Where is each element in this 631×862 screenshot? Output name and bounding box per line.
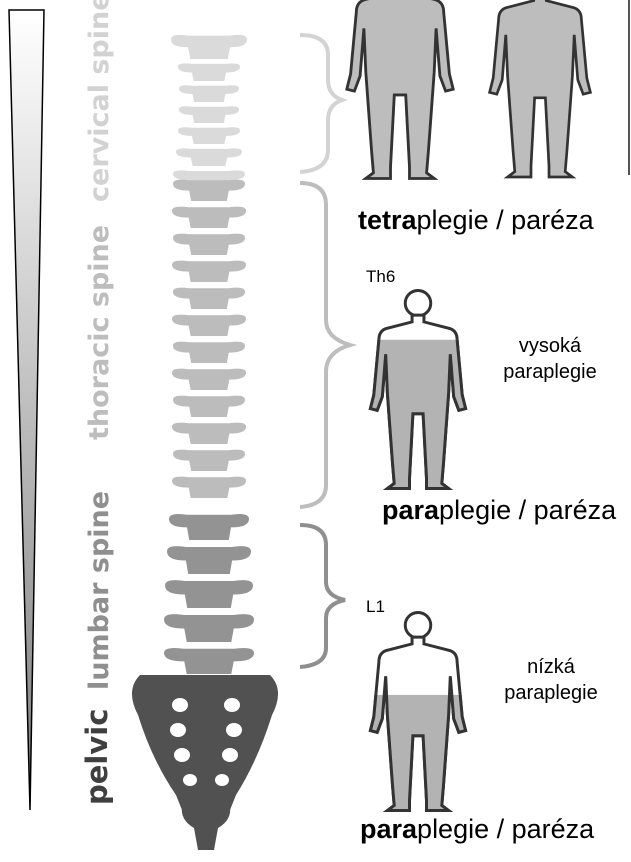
thoracic-vertebra — [173, 450, 245, 471]
body-figure-high-paraplegia — [370, 290, 465, 488]
thoracic-vertebra — [172, 369, 246, 390]
image-edge-line — [628, 0, 630, 175]
thoracic-brace — [300, 183, 350, 507]
thoracic-vertebra — [172, 423, 246, 444]
th6-level-label: Th6 — [366, 267, 395, 287]
pelvis-bone — [132, 675, 278, 850]
thoracic-vertebra — [173, 180, 245, 201]
vertebral-column — [164, 35, 254, 674]
lumbar-spine-label: lumbar spine — [84, 491, 115, 690]
cervical-vertebra — [178, 63, 240, 81]
thoracic-vertebra — [172, 207, 246, 228]
thoracic-vertebra — [173, 234, 245, 255]
severity-wedge — [9, 10, 44, 810]
thoracic-spine-label: thoracic spine — [84, 225, 115, 440]
lumbar-vertebra — [165, 580, 253, 608]
low-paraplegia-heading: paraplegie / paréza — [360, 814, 594, 845]
high-paraplegia-heading: paraplegie / paréza — [382, 495, 616, 526]
cervical-vertebra — [179, 85, 239, 102]
body-figure-left-partial — [347, 0, 453, 179]
thoracic-vertebra — [173, 396, 245, 417]
low-paraplegia-description: nízká paraplegie — [496, 654, 606, 706]
thoracic-vertebra — [172, 477, 246, 498]
thoracic-vertebra — [173, 342, 245, 363]
thoracic-vertebra — [172, 315, 246, 336]
l1-level-label: L1 — [366, 597, 385, 617]
thoracic-vertebra — [173, 288, 245, 309]
cervical-vertebra — [178, 127, 240, 144]
cervical-vertebra — [179, 106, 239, 123]
high-paraplegia-description: vysoká paraplegie — [490, 333, 610, 385]
lumbar-vertebra — [164, 648, 254, 674]
lumbar-brace — [300, 525, 345, 667]
cervical-vertebra — [171, 35, 247, 59]
thoracic-vertebra — [172, 261, 246, 282]
lumbar-vertebra — [169, 514, 249, 540]
lumbar-vertebra — [164, 614, 254, 642]
body-figure-tetraplegia — [490, 0, 591, 177]
pelvic-label: pelvic — [80, 709, 114, 805]
lumbar-vertebra — [167, 546, 251, 574]
cervical-vertebra — [176, 148, 242, 166]
body-figure-low-paraplegia — [370, 612, 465, 810]
tetraplegia-heading: tetraplegie / paréza — [358, 205, 594, 236]
cervical-spine-label: cervical spine — [84, 0, 115, 202]
cervical-brace — [300, 35, 342, 172]
